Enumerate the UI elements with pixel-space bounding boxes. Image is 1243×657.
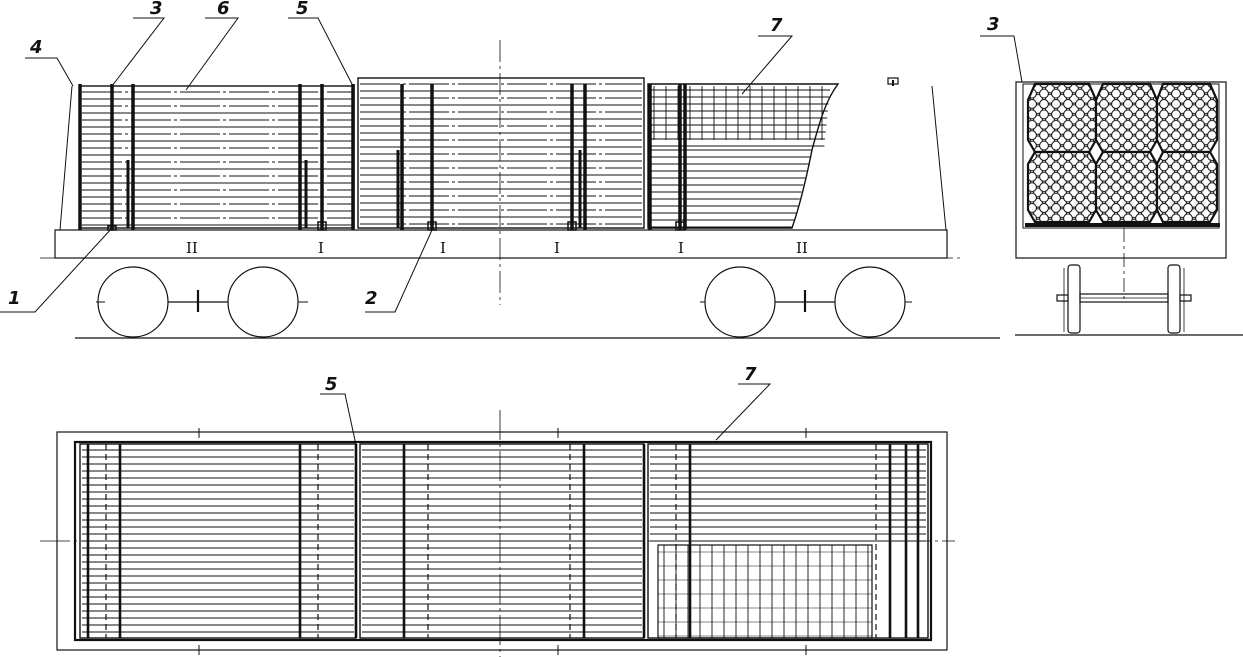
plan-cut-region [657, 544, 873, 639]
plan-pipe-lines [82, 449, 926, 633]
label-6: 6 [217, 0, 230, 19]
pipe-lines-middle [360, 83, 642, 225]
plan-ticks [198, 428, 807, 655]
roman-mark-2: I [318, 239, 324, 257]
load-package-left [79, 85, 355, 229]
wagon-platform [54, 229, 948, 259]
side-leaders [0, 17, 794, 313]
end-view-wagon-body [1015, 81, 1227, 259]
roman-mark-1: II [186, 239, 198, 257]
stanchions [78, 84, 687, 231]
stanchion-head [107, 225, 117, 231]
stanchion-head [567, 221, 577, 231]
stanchion-head [317, 221, 327, 231]
bundle-3 [1155, 82, 1219, 154]
plan-cut-grid [658, 545, 872, 638]
bundle-1 [1026, 82, 1098, 154]
roman-mark-5: I [678, 239, 684, 257]
label-2: 2 [365, 288, 378, 309]
plan-label-5: 5 [325, 374, 338, 395]
roman-mark-3: I [440, 239, 446, 257]
roman-mark-6: II [796, 239, 808, 257]
side-view [0, 17, 1000, 339]
label-7: 7 [770, 15, 783, 36]
pipe-lines-right [650, 86, 830, 228]
end-view-label-3: 3 [987, 14, 1000, 35]
pipe-bundles [1026, 82, 1219, 224]
bundle-4 [1026, 150, 1098, 224]
wheel-left [1067, 264, 1081, 334]
label-5: 5 [296, 0, 309, 19]
load-package-middle [357, 77, 645, 229]
bundle-6 [1155, 150, 1219, 224]
bundle-5 [1094, 150, 1159, 224]
wheel-2 [227, 266, 299, 338]
roman-mark-4: I [554, 239, 560, 257]
wheel-4 [834, 266, 906, 338]
plan-label-7: 7 [744, 364, 757, 385]
wheel-3 [704, 266, 776, 338]
label-3: 3 [150, 0, 163, 19]
wheel-right [1167, 264, 1181, 334]
bundle-2 [1094, 82, 1159, 154]
label-4: 4 [29, 37, 43, 58]
end-view [980, 35, 1243, 336]
label-1: 1 [8, 288, 21, 309]
pipe-lines-left [82, 91, 352, 226]
roman-markers: II I I I I II [186, 239, 808, 257]
wheel-1 [97, 266, 169, 338]
plan-view [40, 383, 955, 657]
wagon-body-outline [59, 85, 947, 231]
stanchion-head [675, 221, 685, 231]
